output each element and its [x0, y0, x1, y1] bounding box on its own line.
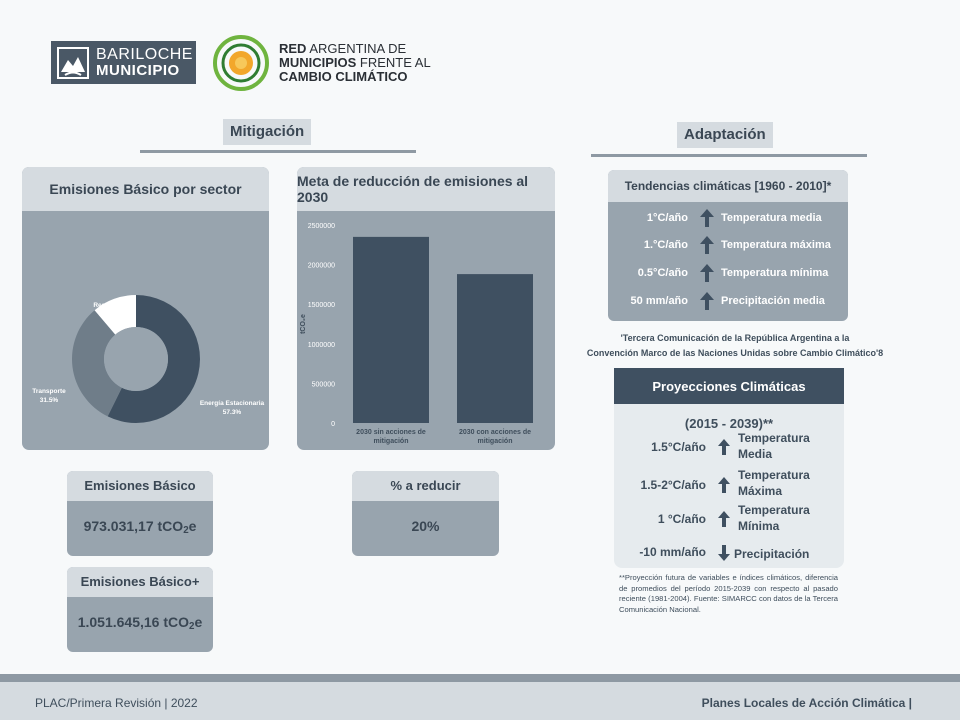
donut-card: Emisiones Básico por sector Energía Esta…: [22, 167, 269, 450]
mitigacion-rule: [140, 150, 416, 153]
tendencia-label: Temperatura máxima: [721, 239, 831, 251]
footer-left-text: PLAC/Primera Revisión | 2022: [35, 696, 198, 710]
y-tick-label: 2500000: [308, 223, 335, 230]
proyecciones-note: **Proyección futura de variables e índic…: [619, 573, 838, 615]
x-tick-label: mitigación: [477, 438, 512, 445]
reducir-value: 20%: [411, 518, 440, 534]
proyeccion-value: 1.5°C/año: [651, 440, 706, 454]
proyeccion-value: -10 mm/año: [639, 545, 706, 559]
donut-label-pct: 31.5%: [40, 397, 59, 404]
emisiones-basico-card: Emisiones Básico 973.031,17 tCO2e: [67, 471, 213, 556]
red-line1-rest: ARGENTINA DE: [306, 41, 407, 56]
bar: [457, 274, 533, 423]
footer-right-text: Planes Locales de Acción Climática |: [701, 696, 912, 710]
tendencias-card: Tendencias climáticas [1960 - 2010]* 1°C…: [608, 170, 848, 321]
bariloche-logo: BARILOCHE MUNICIPIO: [51, 41, 196, 84]
proyeccion-value: 1 °C/año: [657, 512, 706, 526]
proyeccion-label: Precipitación: [734, 547, 810, 561]
donut-slice: [94, 295, 136, 335]
y-tick-label: 0: [331, 421, 335, 428]
y-tick-label: 2000000: [308, 263, 335, 270]
reducir-card: % a reducir 20%: [352, 471, 499, 556]
donut-chart: Energía Estacionaria 57.3% Transporte 31.5%…: [32, 295, 265, 423]
emisiones-basico-value: 973.031,17 tCO2e: [83, 518, 197, 536]
tendencia-row: 50 mm/año Precipitación media: [608, 289, 848, 315]
red-line2-bold: MUNICIPIOS: [279, 55, 357, 70]
donut-label-name: Transporte: [32, 388, 66, 395]
tendencia-label: Temperatura mínima: [721, 267, 829, 279]
proyecciones-period: (2015 - 2039)**: [684, 416, 774, 431]
bar-chart: 0 500000 1000000 1500000 2000000 2500000 tCO₂e…: [300, 223, 533, 445]
y-tick-label: 1500000: [308, 302, 335, 309]
tendencia-row: 1.°C/año Temperatura máxima: [608, 233, 848, 259]
y-tick-label: 500000: [312, 381, 335, 388]
reducir-label: % a reducir: [352, 471, 499, 501]
red-argentina-text: RED ARGENTINA DE MUNICIPIOS FRENTE AL CA…: [279, 42, 431, 84]
section-title-mitigacion: Mitigación: [223, 119, 312, 145]
proyeccion-value: 1.5-2°C/año: [640, 478, 706, 492]
tendencia-value: 1°C/año: [646, 212, 688, 224]
red-line2-rest: FRENTE AL: [356, 55, 431, 70]
donut-slice: [107, 295, 200, 423]
footer-band: [0, 674, 960, 682]
emisiones-basico-plus-label: Emisiones Básico+: [67, 567, 213, 597]
y-tick-label: 1000000: [308, 342, 335, 349]
arrow-down-icon: [718, 545, 730, 561]
arrow-up-icon: [700, 209, 714, 227]
tendencia-value: 1.°C/año: [643, 239, 688, 251]
section-title-adaptacion: Adaptación: [677, 122, 773, 148]
red-argentina-logo-icon: [213, 35, 269, 91]
emisiones-basico-plus-value: 1.051.645,16 tCO2e: [77, 614, 203, 632]
bariloche-emblem-icon: [57, 46, 89, 79]
arrow-up-icon: [718, 477, 730, 493]
x-tick-label: mitigación: [373, 438, 408, 445]
red-line3-bold: CAMBIO CLIMÁTICO: [279, 69, 408, 84]
arrow-up-icon: [718, 439, 730, 455]
donut-label-pct: 11.2%: [99, 311, 117, 318]
tendencia-row: 1°C/año Temperatura media: [608, 206, 848, 232]
donut-hole: [104, 327, 168, 391]
x-tick-label: 2030 con acciones de: [459, 429, 531, 436]
bar: [353, 236, 429, 423]
arrow-up-icon: [700, 264, 714, 282]
donut-slice: [71, 310, 122, 417]
arrow-up-icon: [700, 236, 714, 254]
tendencia-row: 0.5°C/año Temperatura mínima: [608, 261, 848, 287]
donut-label-name: Residuos: [93, 302, 123, 309]
adaptacion-rule: [591, 154, 867, 157]
tendencia-label: Precipitación media: [721, 295, 825, 307]
bariloche-line2: MUNICIPIO: [96, 62, 180, 79]
donut-label-pct: 57.3%: [223, 409, 242, 416]
citation: 'Tercera Comunicación de la República Ar…: [560, 331, 910, 361]
red-line1-bold: RED: [279, 41, 307, 56]
bar-title: Meta de reducción de emisiones al 2030: [297, 167, 555, 211]
tendencia-label: Temperatura media: [721, 212, 822, 224]
y-axis-label: tCO₂e: [300, 314, 307, 334]
bar-card: Meta de reducción de emisiones al 2030 0…: [297, 167, 555, 450]
donut-title: Emisiones Básico por sector: [22, 167, 269, 211]
emisiones-basico-label: Emisiones Básico: [67, 471, 213, 501]
arrow-up-icon: [718, 511, 730, 527]
bariloche-line1: BARILOCHE: [96, 46, 193, 63]
emisiones-basico-plus-card: Emisiones Básico+ 1.051.645,16 tCO2e: [67, 567, 213, 652]
tendencia-value: 50 mm/año: [630, 295, 688, 307]
footer: [0, 682, 960, 720]
tendencias-title: Tendencias climáticas [1960 - 2010]*: [608, 170, 848, 202]
tendencia-value: 0.5°C/año: [637, 267, 688, 279]
donut-label-name: Energía Estacionaria: [200, 400, 265, 407]
citation-line1: 'Tercera Comunicación de la República Ar…: [620, 333, 850, 343]
citation-line2: Convención Marco de las Naciones Unidas …: [586, 348, 884, 358]
x-tick-label: 2030 sin acciones de: [356, 429, 426, 436]
proyecciones-title: Proyecciones Climáticas: [614, 368, 844, 404]
arrow-up-icon: [700, 292, 714, 310]
